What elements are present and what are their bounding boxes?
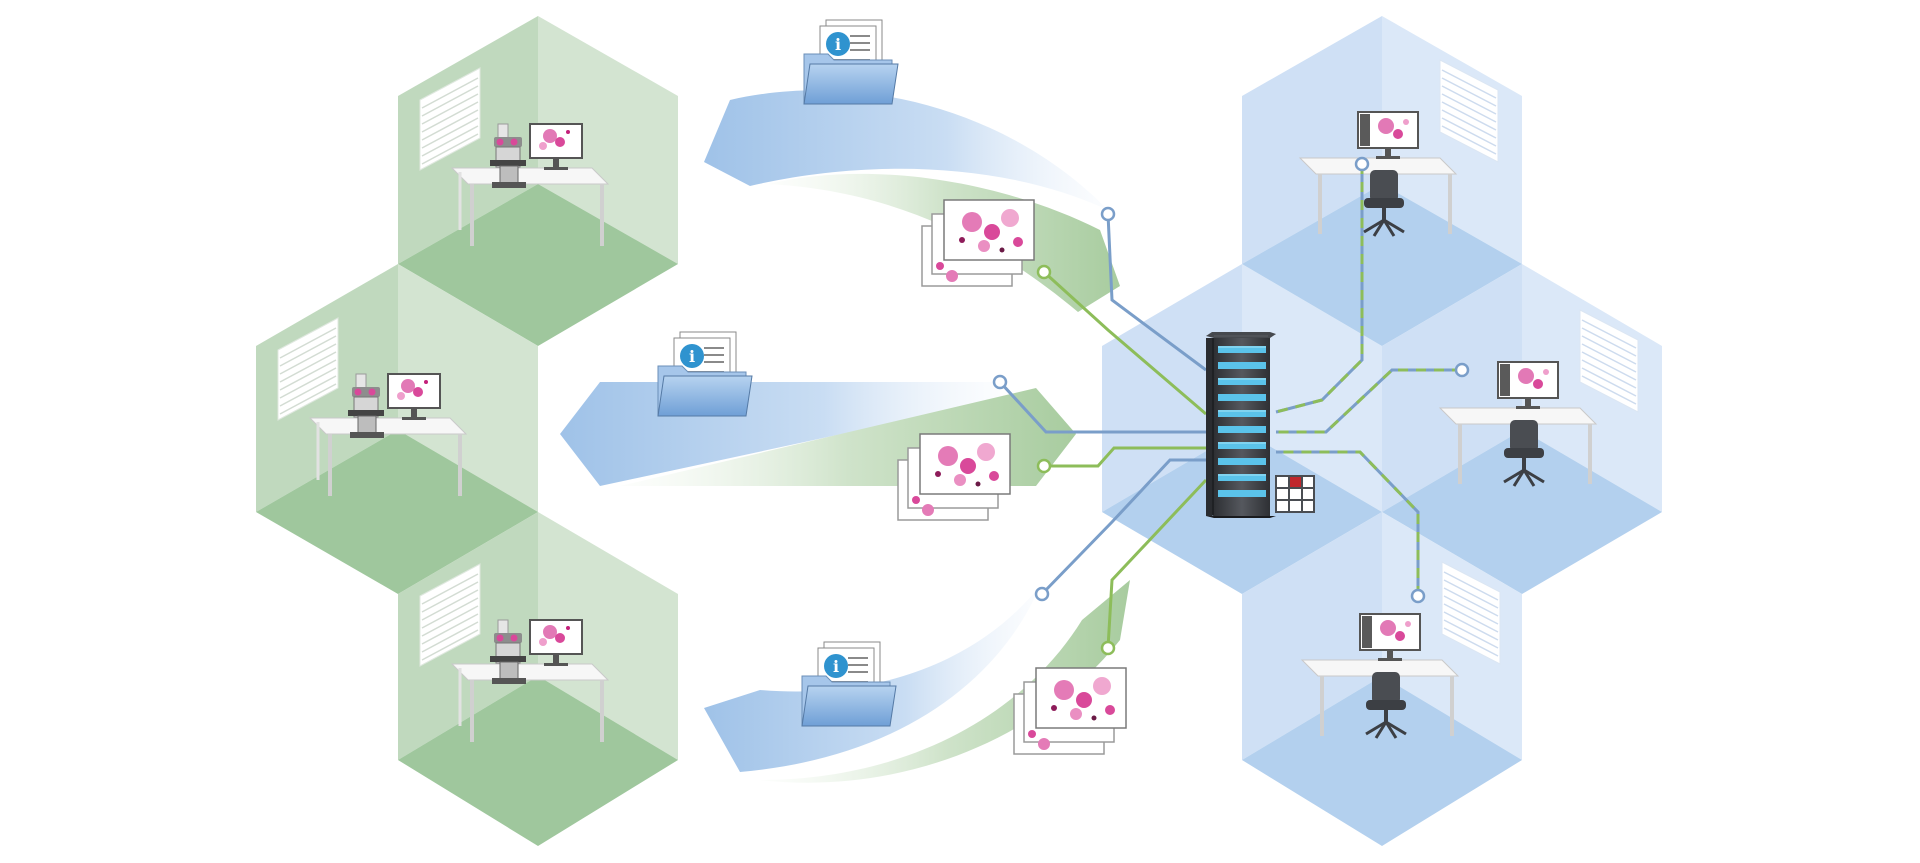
database-table-icon	[1275, 475, 1315, 513]
slide-image-stack-icon	[1013, 667, 1127, 755]
connection-blue	[1106, 213, 1207, 372]
node-blue	[992, 374, 1008, 390]
connection-green	[1276, 368, 1462, 434]
connection-nodes	[992, 156, 1470, 656]
node-blue	[1354, 156, 1370, 172]
connection-green	[1044, 446, 1206, 468]
connection-green	[1042, 270, 1207, 416]
node-blue	[1410, 588, 1426, 604]
node-blue	[1454, 362, 1470, 378]
lab-room-top	[398, 16, 678, 346]
connection-green	[1276, 450, 1420, 596]
node-blue	[1034, 586, 1050, 602]
node-green	[1100, 640, 1116, 656]
info-folder-icon	[657, 331, 753, 417]
arrow-blue-bottom	[704, 586, 1040, 772]
server-drive-bays	[1218, 346, 1266, 497]
network-connections	[998, 164, 1462, 649]
node-green	[1036, 264, 1052, 280]
info-folder-icon	[801, 641, 897, 727]
arrow-blue-top	[704, 90, 1108, 210]
info-folder-icon	[803, 19, 899, 105]
node-green	[1036, 458, 1052, 474]
connection-green	[1275, 164, 1364, 414]
node-blue	[1100, 206, 1116, 222]
connection-blue	[998, 380, 1208, 434]
connection-green	[1106, 478, 1208, 649]
connection-blue	[1040, 458, 1206, 596]
server-rack-icon	[1206, 332, 1276, 518]
